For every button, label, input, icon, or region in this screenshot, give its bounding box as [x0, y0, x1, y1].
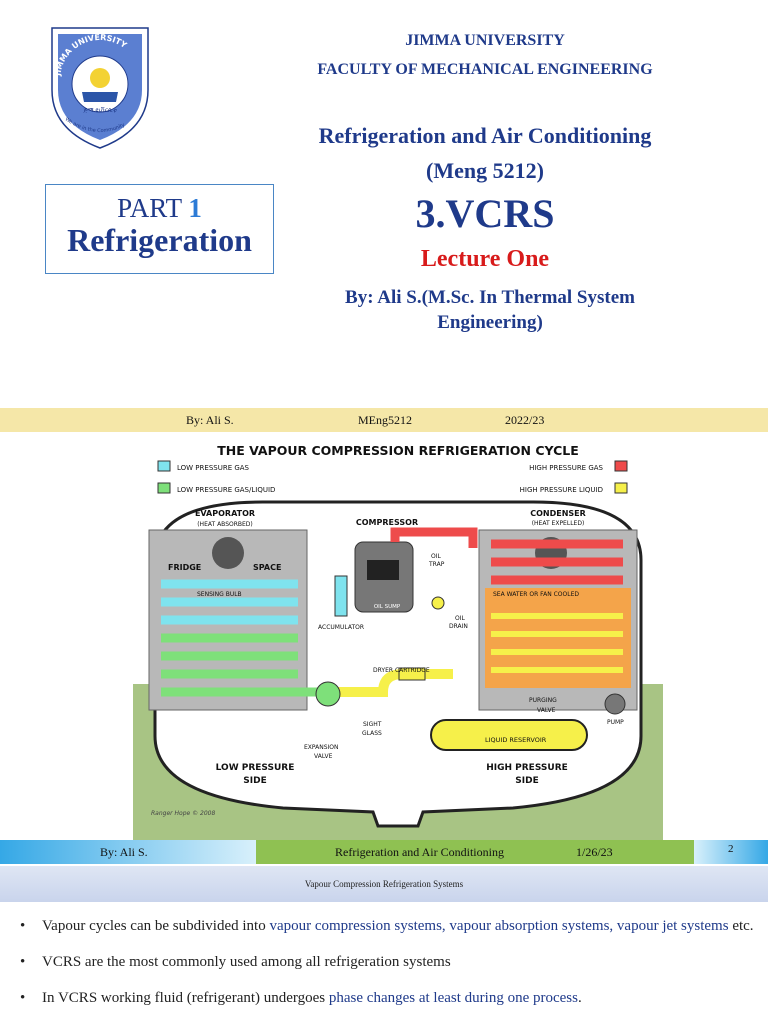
legend-swatch-high-liquid: [614, 482, 628, 494]
legend-high-gas: HIGH PRESSURE GAS: [529, 464, 603, 472]
oil-sump-label: OIL SUMP: [374, 604, 401, 610]
bullet-item: In VCRS working fluid (refrigerant) unde…: [20, 984, 760, 1012]
diagram-title: THE VAPOUR COMPRESSION REFRIGERATION CYC…: [217, 443, 579, 458]
oil-trap-label-2: TRAP: [428, 561, 445, 568]
expansion-valve-label-2: VALVE: [314, 753, 333, 760]
author-line-1: By: Ali S.(M.Sc. In Thermal System: [345, 287, 635, 308]
university-name: JIMMA UNIVERSITY: [405, 32, 565, 49]
slide-title: 3.VCRS: [415, 191, 555, 236]
university-logo: JIMMA UNIVERSITY ጅማ ዩኒቨርሲቲ We are in the…: [51, 27, 149, 149]
pump-icon: [604, 693, 626, 715]
compressor-label: COMPRESSOR: [356, 518, 418, 527]
accumulator-label: ACCUMULATOR: [318, 624, 364, 631]
oil-separator-icon: [431, 596, 445, 610]
space-label: SPACE: [253, 563, 281, 572]
heat-absorbed-label: (HEAT ABSORBED): [197, 521, 253, 528]
high-pressure-label-1: HIGH PRESSURE: [486, 763, 568, 773]
slide2-footer: By: Ali S. Refrigeration and Air Conditi…: [0, 840, 768, 864]
footer-code: MEng5212: [358, 413, 412, 427]
evaporator-coil-gas: [161, 579, 298, 625]
page-number: 2: [728, 843, 734, 855]
vcrs-diagram: THE VAPOUR COMPRESSION REFRIGERATION CYC…: [133, 436, 663, 840]
part-number: 1: [188, 193, 202, 223]
topic-header: Vapour Compression Refrigeration Systems: [0, 866, 768, 902]
diagram-credit: Ranger Hope © 2008: [151, 810, 215, 817]
footer-author: By: Ali S.: [186, 413, 234, 427]
logo-inner-text: ጅማ ዩኒቨርሲቲ: [83, 107, 117, 114]
liquid-reservoir-label: LIQUID RESERVOIR: [485, 736, 547, 744]
sea-water-label: SEA WATER OR FAN COOLED: [493, 591, 579, 598]
part-box: PART 1 Refrigeration: [45, 184, 274, 274]
faculty-name: FACULTY OF MECHANICAL ENGINEERING: [317, 61, 653, 78]
purging-valve-label-1: PURGING: [529, 697, 557, 704]
evaporator-fan-icon: [212, 537, 244, 569]
author-block: By: Ali S.(M.Sc. In Thermal System Engin…: [290, 285, 690, 335]
condenser-label: CONDENSER: [530, 509, 586, 518]
low-pressure-label-1: LOW PRESSURE: [216, 763, 295, 773]
fridge-label: FRIDGE: [168, 563, 201, 572]
footer2-date: 1/26/23: [576, 845, 613, 859]
expansion-valve-label-1: EXPANSION: [304, 744, 339, 751]
dryer-cartridge-icon: [398, 667, 426, 681]
lecture-label: Lecture One: [420, 246, 550, 272]
university-header: JIMMA UNIVERSITY FACULTY OF MECHANICAL E…: [260, 26, 710, 84]
legend-swatch-high-gas: [614, 460, 628, 472]
evaporator-coil-mixed: [161, 633, 323, 697]
course-block: Refrigeration and Air Conditioning (Meng…: [250, 118, 720, 188]
title-slide: JIMMA UNIVERSITY ጅማ ዩኒቨርሲቲ We are in the…: [0, 0, 768, 408]
dryer-cartridge-label: DRYER CARTRIDGE: [373, 667, 430, 674]
course-title: Refrigeration and Air Conditioning: [318, 123, 652, 148]
sight-glass-label-2: GLASS: [362, 730, 382, 737]
bullet-item: VCRS are the most commonly used among al…: [20, 948, 760, 976]
evaporator-label: EVAPORATOR: [195, 509, 255, 518]
slide1-footer: By: Ali S. MEng5212 2022/23: [0, 408, 768, 432]
low-pressure-label-2: SIDE: [243, 776, 266, 786]
liquid-reservoir-icon: [430, 719, 588, 751]
oil-drain-label-1: OIL: [455, 615, 465, 622]
compressor-piston: [367, 560, 399, 580]
legend-swatch-low-gas-liquid: [157, 482, 171, 494]
legend-swatch-low-gas: [157, 460, 171, 472]
pump-label: PUMP: [607, 719, 624, 726]
oil-trap-label-1: OIL: [431, 553, 441, 560]
condenser-coil-liquid: [491, 613, 623, 673]
course-code: (Meng 5212): [426, 158, 544, 183]
part-title: Refrigeration: [67, 222, 252, 258]
legend-high-liquid: HIGH PRESSURE LIQUID: [520, 486, 603, 494]
oil-drain-label-2: DRAIN: [449, 623, 468, 630]
legend-low-gas-liquid: LOW PRESSURE GAS/LIQUID: [177, 486, 275, 494]
purging-valve-label-2: VALVE: [537, 707, 556, 714]
author-line-2: Engineering): [437, 312, 543, 333]
bullet-item: Vapour cycles can be subdivided into vap…: [20, 912, 760, 940]
discharge-line: [390, 527, 478, 548]
expansion-valve-icon: [315, 681, 341, 707]
footer-year: 2022/23: [505, 413, 545, 427]
sight-glass-label-1: SIGHT: [363, 721, 382, 728]
part-line: PART 1: [46, 193, 273, 224]
legend-low-gas: LOW PRESSURE GAS: [177, 464, 250, 472]
part-label: PART: [117, 193, 182, 223]
sensing-bulb-label: SENSING BULB: [197, 591, 242, 598]
high-pressure-label-2: SIDE: [515, 776, 538, 786]
accumulator-icon: [334, 575, 348, 617]
bullet-list: Vapour cycles can be subdivided into vap…: [20, 912, 760, 1020]
condenser-coil-gas: [491, 539, 623, 585]
footer2-author: By: Ali S.: [100, 845, 148, 859]
footer2-course: Refrigeration and Air Conditioning: [335, 845, 504, 859]
heat-expelled-label: (HEAT EXPELLED): [532, 520, 585, 527]
